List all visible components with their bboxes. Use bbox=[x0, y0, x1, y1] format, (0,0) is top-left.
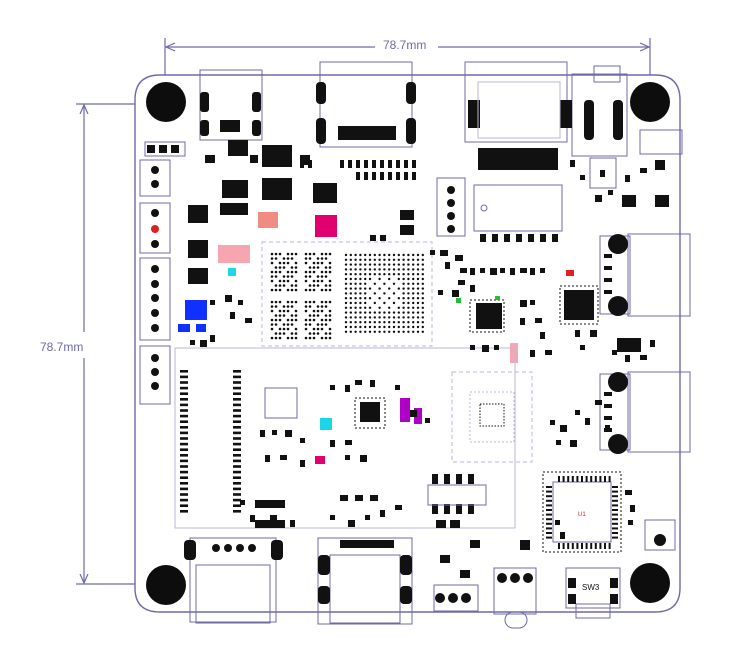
qfn-chips bbox=[354, 285, 641, 429]
green-pad-b bbox=[495, 296, 500, 300]
dimension-lines bbox=[76, 38, 651, 585]
pink-pad-c bbox=[510, 343, 518, 363]
soc-keepout bbox=[261, 241, 433, 347]
green-pad-a bbox=[456, 298, 461, 303]
bga-grid-right bbox=[344, 253, 424, 333]
switch-label: SW3 bbox=[582, 583, 600, 592]
pink-pad-b bbox=[258, 212, 278, 228]
blue-pad-c bbox=[196, 324, 206, 332]
passive-rows-top bbox=[300, 160, 463, 261]
purple-chip bbox=[400, 398, 410, 422]
blue-pad-b bbox=[178, 324, 190, 332]
chip-u1-pins bbox=[546, 476, 618, 549]
passive-components bbox=[190, 160, 655, 539]
magenta-pad-b bbox=[315, 456, 325, 464]
left-connectors bbox=[139, 141, 186, 405]
center-bga-inner bbox=[469, 391, 515, 443]
top-connector-pads bbox=[200, 82, 623, 170]
jack-box bbox=[433, 584, 479, 612]
socket-ic bbox=[264, 387, 298, 419]
power-section bbox=[188, 140, 337, 284]
height-dimension-label: 78.7mm bbox=[40, 340, 84, 354]
chip-u1-body bbox=[542, 471, 622, 553]
soic-body bbox=[427, 484, 487, 506]
bga-grid-left bbox=[270, 252, 332, 340]
socket-pins bbox=[180, 370, 241, 513]
right-ports bbox=[589, 129, 691, 551]
header-box bbox=[436, 177, 466, 237]
purple-chip-b bbox=[414, 408, 422, 424]
regulator-pins bbox=[480, 234, 558, 242]
pink-pad-a bbox=[218, 245, 250, 263]
cyan-pad-b bbox=[228, 268, 236, 276]
center-bga-outline bbox=[451, 371, 533, 463]
header-pins bbox=[447, 186, 455, 233]
board-outline bbox=[134, 74, 681, 613]
soic-chips bbox=[255, 474, 474, 528]
bottom-connector-pads bbox=[184, 520, 618, 604]
regulator-box bbox=[473, 184, 563, 232]
magenta-pad bbox=[315, 215, 337, 237]
module-socket bbox=[174, 347, 516, 529]
red-pin bbox=[151, 225, 159, 233]
mounting-holes bbox=[146, 82, 670, 605]
red-pad-a bbox=[566, 270, 574, 276]
cyan-pad bbox=[320, 418, 332, 430]
blue-pad-a bbox=[185, 300, 207, 320]
bottom-connectors bbox=[189, 537, 621, 629]
center-bga-core bbox=[479, 403, 505, 427]
usb-a-inner bbox=[477, 81, 561, 139]
left-connector-pins bbox=[147, 145, 179, 390]
chip-u1-label: U1 bbox=[578, 512, 586, 518]
right-port-pads bbox=[604, 160, 669, 546]
width-dimension-label: 78.7mm bbox=[383, 38, 427, 52]
regulator-dot bbox=[480, 204, 488, 212]
